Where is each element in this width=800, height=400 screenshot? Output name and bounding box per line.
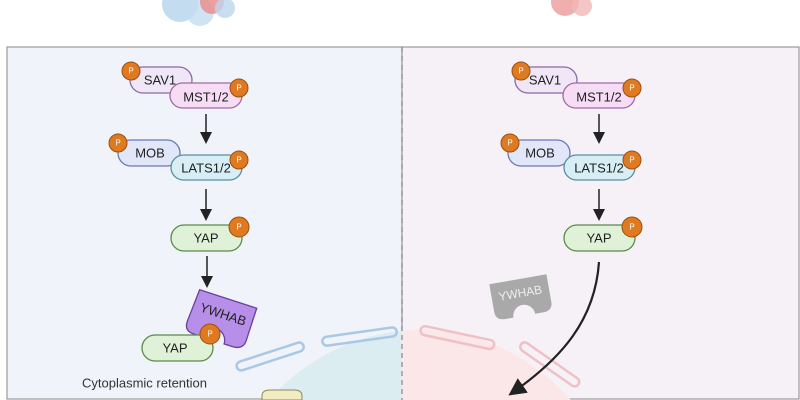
mst-protein: MST1/2 — [562, 82, 636, 109]
svg-text:P: P — [629, 84, 634, 93]
svg-text:YAP: YAP — [162, 341, 187, 356]
phospho-icon: P — [199, 323, 221, 345]
phospho-icon: P — [500, 133, 520, 153]
svg-text:SAV1: SAV1 — [144, 73, 176, 88]
svg-text:P: P — [236, 223, 241, 232]
ywhab-protein: YWHAB — [185, 288, 258, 349]
left-pathway: SAV1 MST1/2 P P MOB LATS1/2 P P YAP P YW… — [82, 61, 258, 391]
sav1-protein: SAV1 — [129, 66, 193, 94]
svg-text:P: P — [207, 330, 212, 339]
phospho-icon: P — [229, 150, 249, 170]
yap-bound-protein: YAP — [141, 334, 214, 362]
svg-text:YAP: YAP — [586, 231, 611, 246]
mob-protein: MOB — [117, 139, 181, 167]
svg-text:MOB: MOB — [525, 146, 555, 161]
svg-text:SAV1: SAV1 — [529, 73, 561, 88]
yap-protein: YAP — [563, 224, 636, 252]
ywhab-inactive-protein: YWHAB — [489, 274, 552, 320]
phospho-icon: P — [622, 78, 642, 98]
svg-text:P: P — [128, 67, 133, 76]
svg-text:P: P — [629, 223, 634, 232]
phospho-icon: P — [511, 61, 531, 81]
svg-text:P: P — [236, 84, 241, 93]
svg-text:MST1/2: MST1/2 — [183, 90, 229, 105]
svg-text:P: P — [518, 67, 523, 76]
phospho-icon: P — [228, 216, 250, 238]
phospho-icon: P — [621, 216, 643, 238]
cytoplasmic-retention-caption: Cytoplasmic retention — [82, 376, 207, 391]
svg-text:MST1/2: MST1/2 — [576, 90, 622, 105]
mst-protein: MST1/2 — [169, 82, 243, 109]
nucleus-right — [402, 324, 581, 400]
phospho-icon: P — [622, 150, 642, 170]
sav1-protein: SAV1 — [514, 66, 578, 94]
yap-protein: YAP — [170, 224, 243, 252]
nucleus-left — [235, 326, 402, 400]
cell-cluster-red-icon — [551, 0, 592, 16]
cell-cluster-blue-icon — [162, 0, 235, 26]
right-pathway: SAV1 MST1/2 P P MOB LATS1/2 P P YAP P YW… — [489, 61, 643, 396]
svg-text:P: P — [115, 139, 120, 148]
svg-text:LATS1/2: LATS1/2 — [181, 161, 231, 176]
svg-text:YAP: YAP — [193, 231, 218, 246]
svg-text:P: P — [629, 156, 634, 165]
lats-protein: LATS1/2 — [170, 154, 243, 181]
phospho-icon: P — [121, 61, 141, 81]
mob-protein: MOB — [507, 139, 571, 167]
svg-text:P: P — [507, 139, 512, 148]
svg-text:P: P — [236, 156, 241, 165]
nuclear-translocation-arrow — [508, 261, 601, 396]
svg-text:MOB: MOB — [135, 146, 165, 161]
phospho-icon: P — [229, 78, 249, 98]
phospho-icon: P — [108, 133, 128, 153]
svg-text:LATS1/2: LATS1/2 — [574, 161, 624, 176]
